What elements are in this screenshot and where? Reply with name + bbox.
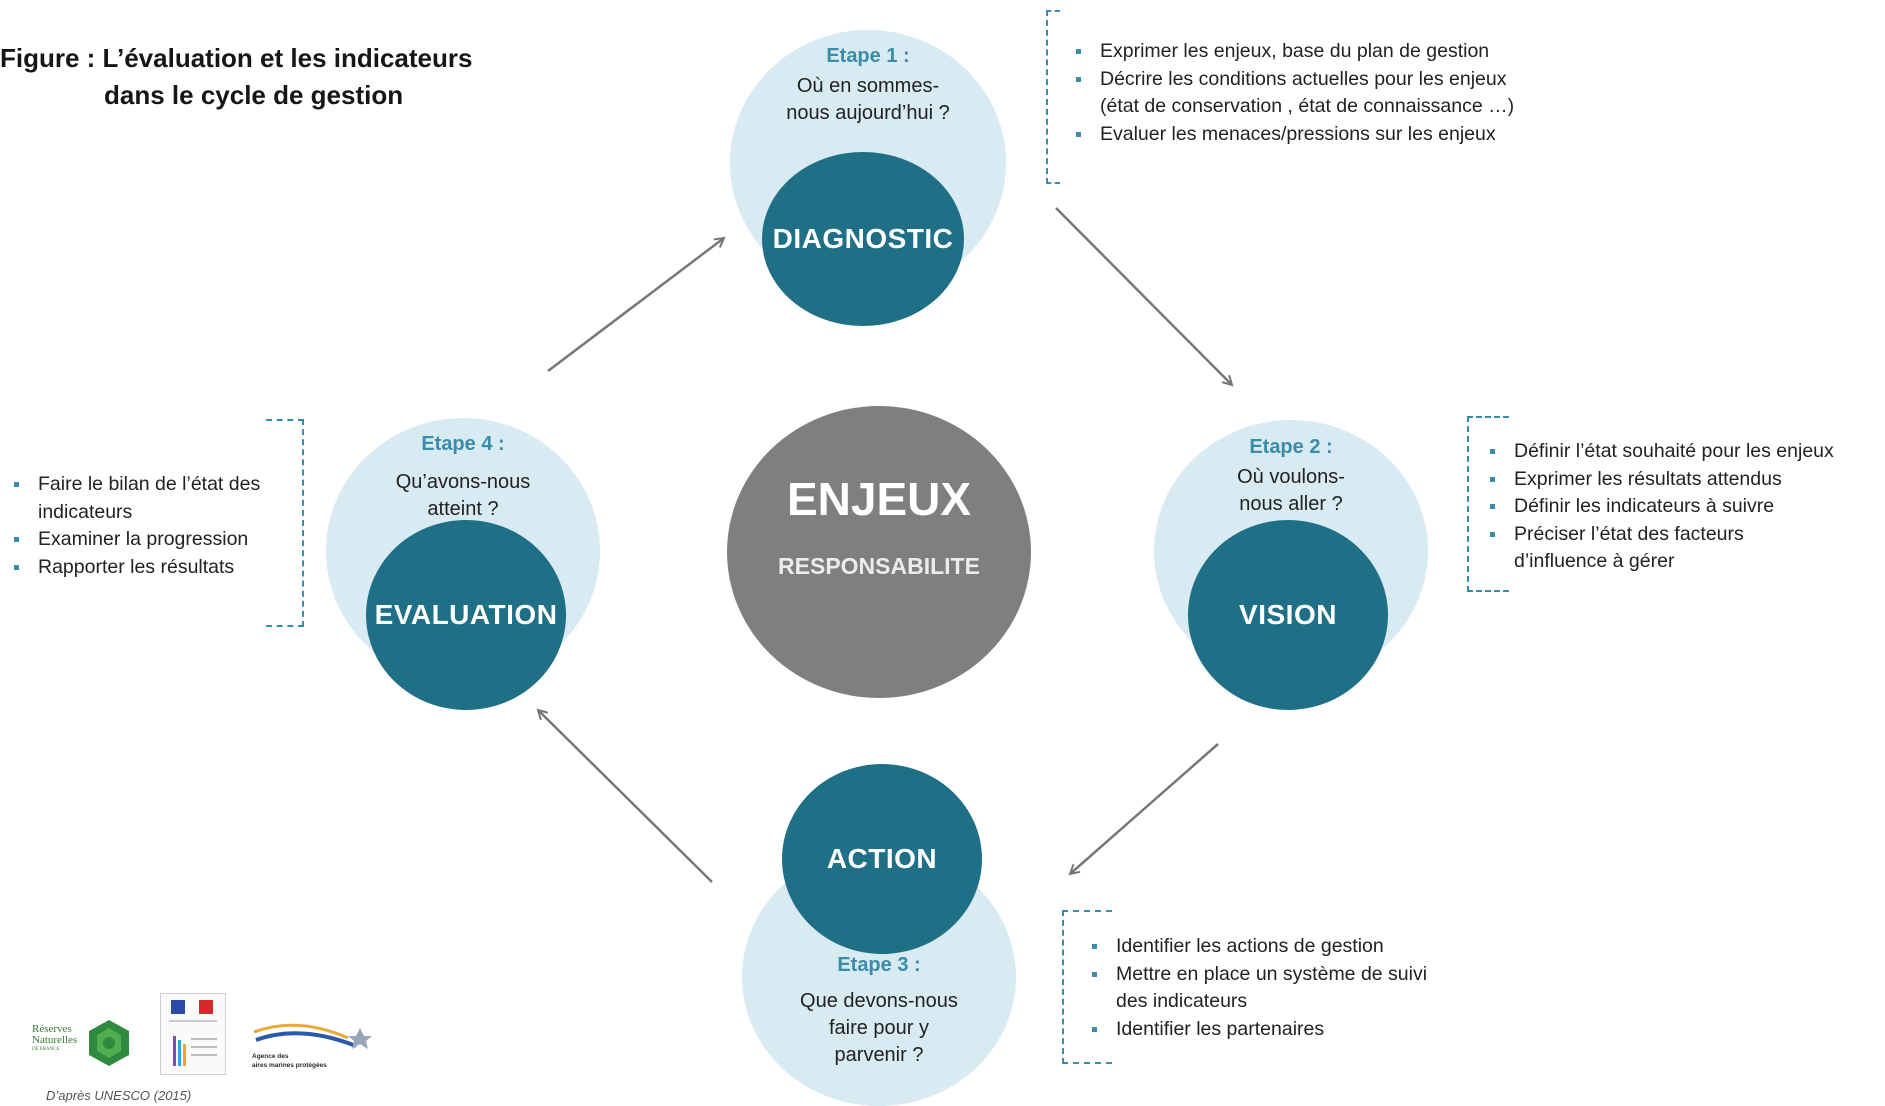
- evaluation-step-label: Etape 4 :: [421, 433, 505, 455]
- vision-question: Où voulons- nous aller ?: [1154, 464, 1428, 518]
- vision-bullet-list: Définir l’état souhaité pour les enjeux …: [1486, 438, 1834, 576]
- evaluation-label: EVALUATION: [374, 599, 558, 630]
- evaluation-circle: EVALUATION: [366, 520, 566, 710]
- logo-text: Naturelles: [32, 1034, 78, 1046]
- list-item-continuation: (état de conservation , état de connaiss…: [1100, 95, 1515, 117]
- vision-circle: VISION: [1188, 520, 1388, 710]
- action-question-line: parvenir ?: [834, 1044, 924, 1066]
- vision-question-line: Où voulons-: [1237, 466, 1345, 488]
- logo-text: Réserves: [32, 1023, 72, 1035]
- list-item: Exprimer les enjeux, base du plan de ges…: [1072, 38, 1514, 66]
- list-item: Définir l’état souhaité pour les enjeux: [1486, 438, 1834, 466]
- diagnostic-question-line: Où en sommes-: [796, 75, 940, 97]
- action-question-line: faire pour y: [828, 1017, 930, 1039]
- evaluation-bullet-list: Faire le bilan de l’état des indicateurs…: [10, 471, 260, 581]
- center-subtitle: RESPONSABILITE: [778, 553, 980, 579]
- diagnostic-step-label: Etape 1 :: [826, 45, 910, 67]
- logo-text: aires marines protégées: [252, 1062, 327, 1069]
- vision-label: VISION: [1239, 599, 1337, 630]
- ministry-logo: [160, 993, 226, 1075]
- list-item-continuation: d’influence à gérer: [1514, 550, 1675, 572]
- source-note: D’après UNESCO (2015): [46, 1088, 192, 1103]
- action-circle: ACTION: [782, 764, 982, 954]
- arrow-evaluation-to-diagnostic: [547, 238, 724, 372]
- vision-question-line: nous aller ?: [1239, 493, 1343, 515]
- logo-text: Agence des: [252, 1053, 289, 1060]
- diagnostic-question-line: nous aujourd’hui ?: [786, 102, 950, 124]
- list-item: Définir les indicateurs à suivre: [1486, 493, 1834, 521]
- list-item: Identifier les actions de gestion: [1088, 933, 1427, 961]
- evaluation-question-line: Qu’avons-nous: [395, 471, 531, 493]
- diagnostic-bullet-list: Exprimer les enjeux, base du plan de ges…: [1072, 38, 1514, 148]
- list-item-continuation: des indicateurs: [1116, 990, 1248, 1012]
- list-item: Faire le bilan de l’état des: [10, 471, 260, 499]
- figure-title-line1: Figure : L’évaluation et les indicateurs: [0, 43, 473, 73]
- diagnostic-circle: DIAGNOSTIC: [762, 152, 964, 326]
- figure-title: Figure : L’évaluation et les indicateurs…: [0, 40, 472, 114]
- evaluation-question: Qu’avons-nous atteint ?: [326, 469, 600, 523]
- action-question: Que devons-nous faire pour y parvenir ?: [742, 988, 1016, 1069]
- reserves-naturelles-logo: Réserves Naturelles DE FRANCE: [32, 1018, 132, 1070]
- list-item: Décrire les conditions actuelles pour le…: [1072, 66, 1514, 94]
- diagnostic-bracket: [1046, 10, 1060, 184]
- list-item: Evaluer les menaces/pressions sur les en…: [1072, 121, 1514, 149]
- leaf-emblem-icon: [89, 1020, 129, 1066]
- action-question-line: Que devons-nous: [800, 990, 958, 1012]
- center-title: ENJEUX: [786, 473, 972, 525]
- wave-icon: [253, 1023, 372, 1049]
- arrow-vision-to-action: [1070, 743, 1219, 874]
- list-item: Identifier les partenaires: [1088, 1016, 1427, 1044]
- arrow-diagnostic-to-vision: [1055, 207, 1232, 385]
- evaluation-question-line: atteint ?: [427, 498, 499, 520]
- vision-step-label: Etape 2 :: [1249, 436, 1333, 458]
- action-step-label: Etape 3 :: [837, 954, 921, 976]
- action-bullet-list: Identifier les actions de gestion Mettre…: [1088, 933, 1427, 1043]
- agence-aires-marines-logo: Agence des aires marines protégées: [248, 1018, 378, 1078]
- figure-title-line2: dans le cycle de gestion: [104, 80, 404, 110]
- arrow-action-to-evaluation: [538, 710, 713, 883]
- list-item: Exprimer les résultats attendus: [1486, 466, 1834, 494]
- list-item: Mettre en place un système de suivi: [1088, 961, 1427, 989]
- vision-bracket: [1467, 416, 1509, 592]
- list-item: Préciser l’état des facteurs: [1486, 521, 1834, 549]
- diagnostic-question: Où en sommes- nous aujourd’hui ?: [730, 73, 1006, 127]
- center-circle: [727, 406, 1031, 698]
- list-item: Examiner la progression: [10, 526, 260, 554]
- list-item-continuation: indicateurs: [38, 500, 133, 523]
- action-label: ACTION: [826, 843, 938, 874]
- evaluation-bracket: [266, 419, 304, 627]
- list-item: Rapporter les résultats: [10, 554, 260, 582]
- logo-text: DE FRANCE: [32, 1047, 60, 1052]
- diagnostic-label: DIAGNOSTIC: [772, 223, 954, 254]
- action-bracket: [1062, 910, 1112, 1064]
